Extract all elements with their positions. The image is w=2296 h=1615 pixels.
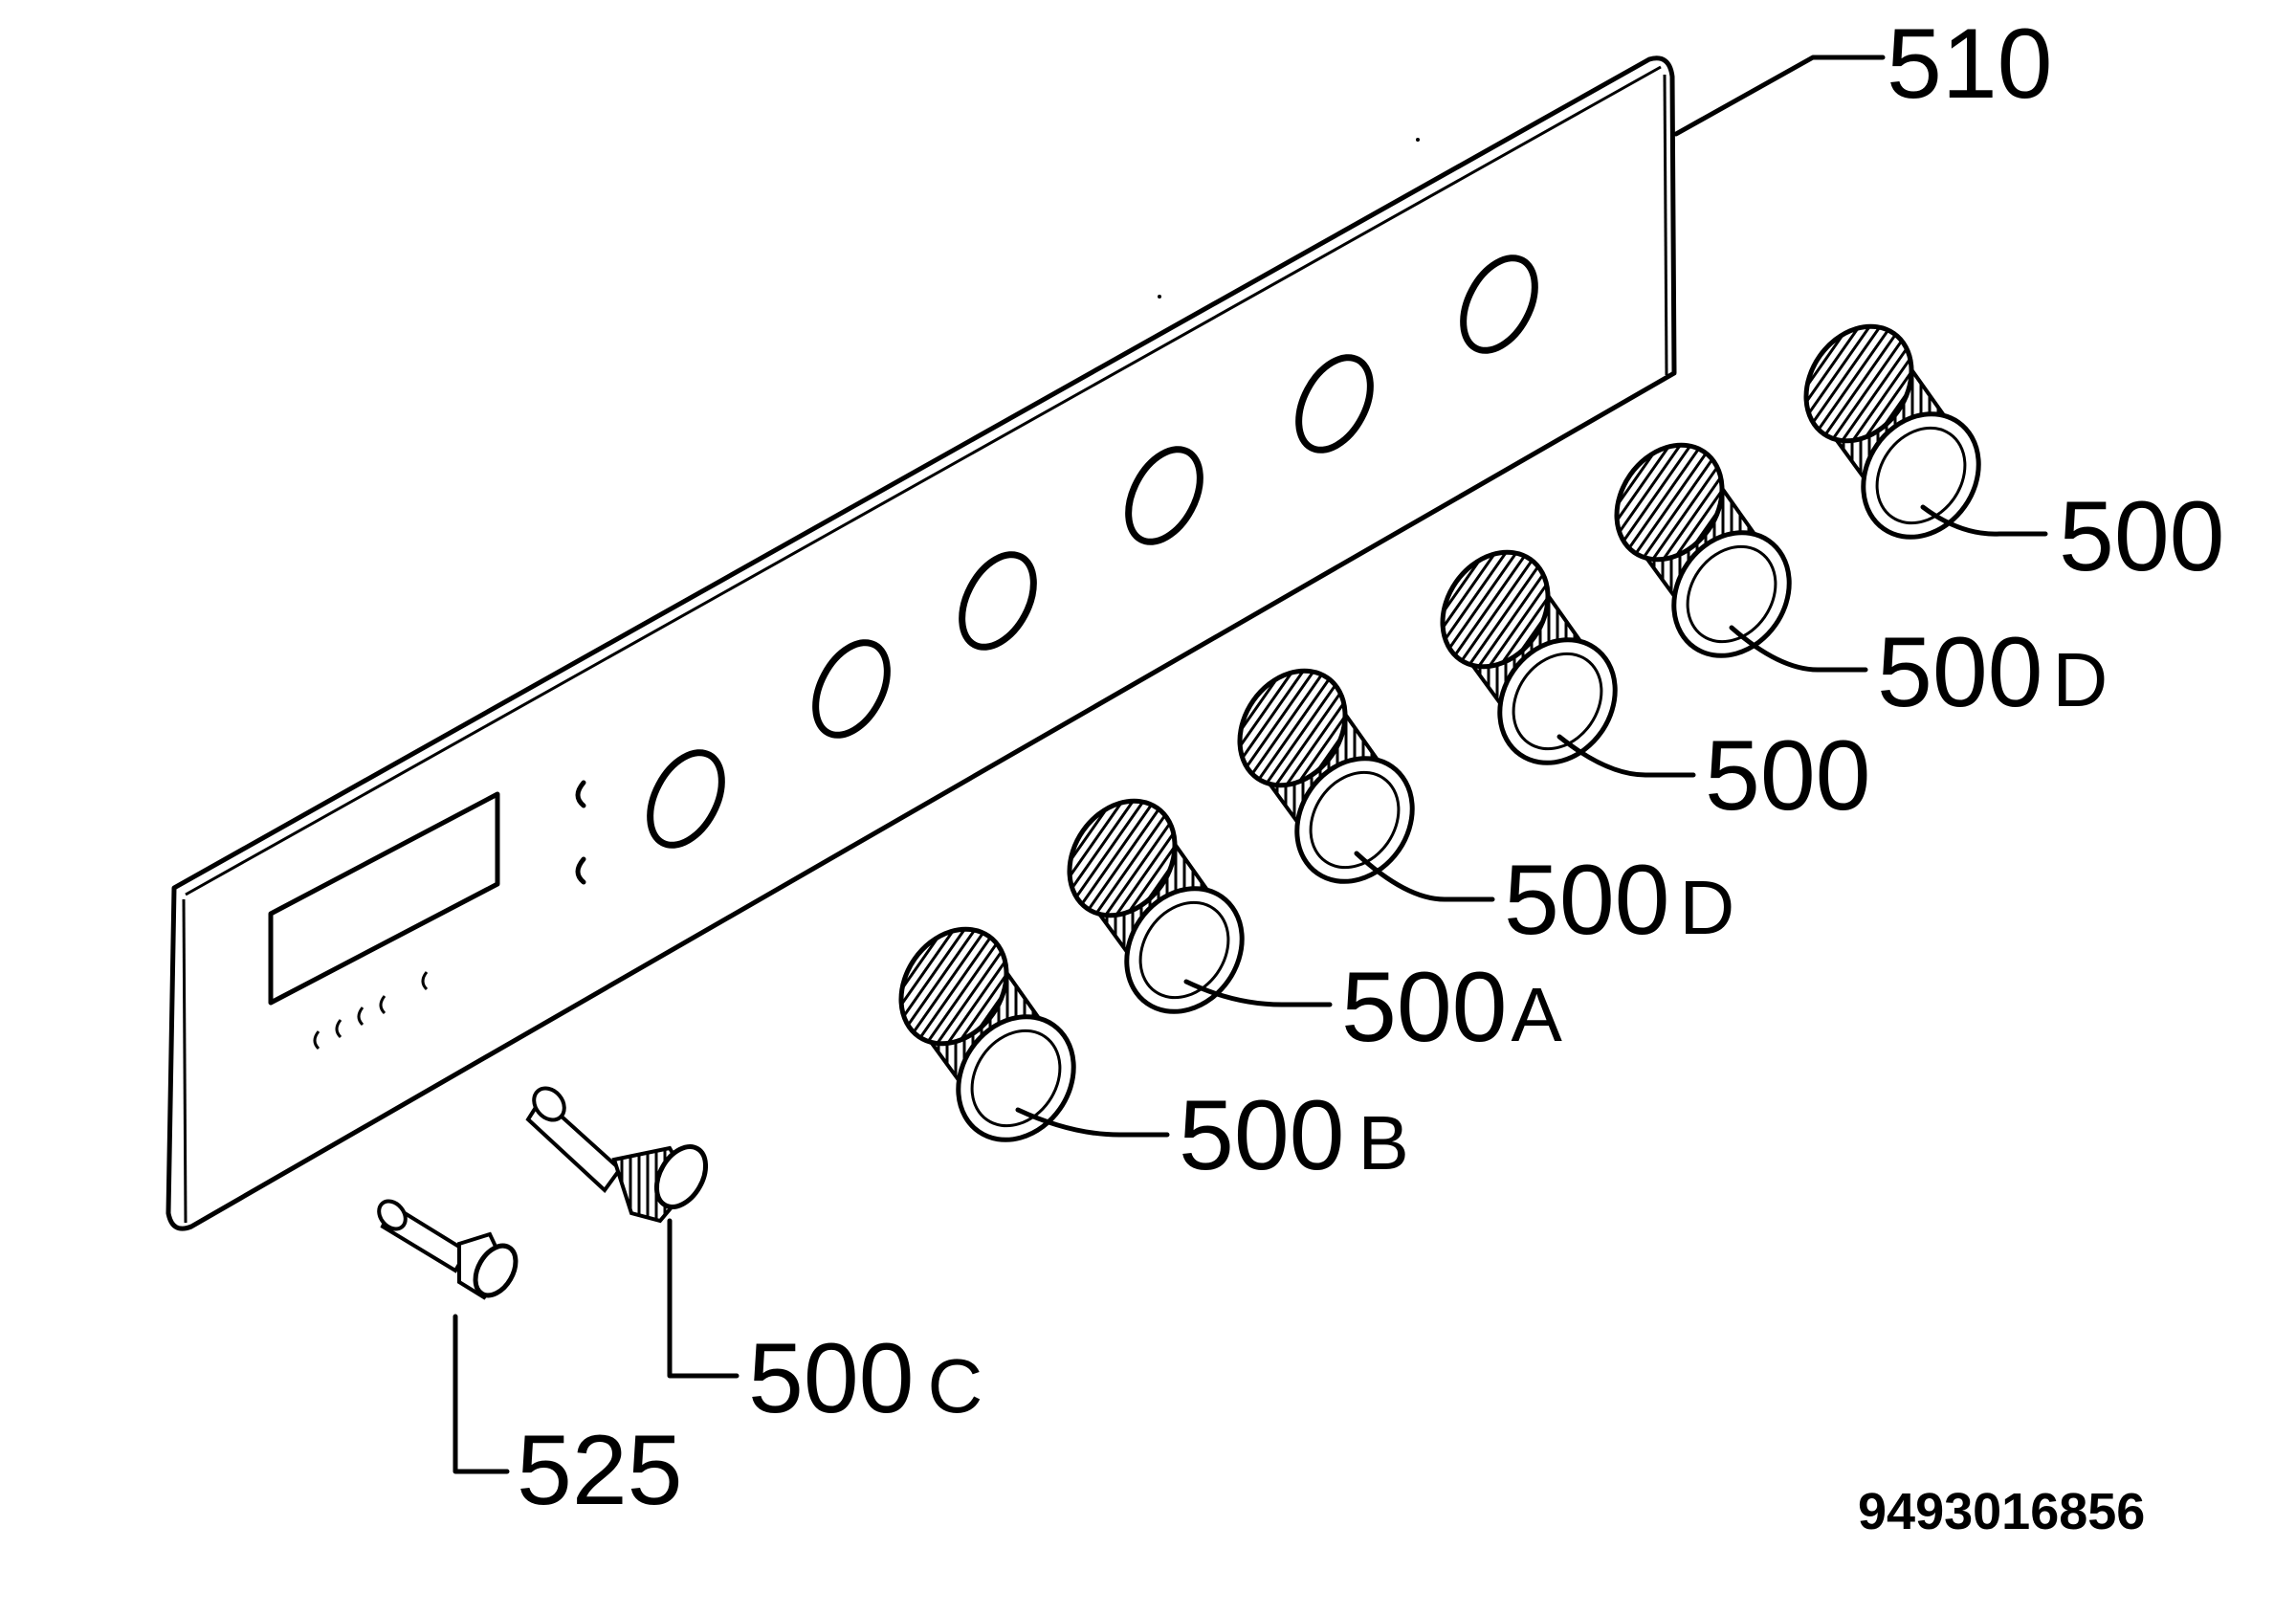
knob-500b [879,909,1097,1162]
knob-500d-lower [1218,651,1436,904]
label-510: 510 [1887,9,2053,120]
button-525 [377,1199,519,1300]
leader-lines [453,55,2048,1474]
control-panel-510 [166,55,1677,1231]
label-500-middle: 500 [1705,720,1871,831]
knob-holes [647,254,1538,849]
label-525: 525 [517,1415,683,1526]
label-500a: 500A [1341,952,1563,1063]
indicator-buttons [313,780,586,1051]
document-number: 9493016856 [1858,1483,2145,1540]
label-500-top: 500 [2059,481,2225,592]
display-window [268,791,500,1006]
knob-500-top [1784,306,2002,560]
knob-500a [1048,781,1266,1034]
knob-500d-upper [1595,425,1813,678]
knob-500-middle [1421,532,1639,785]
knob-500c [525,1086,709,1224]
